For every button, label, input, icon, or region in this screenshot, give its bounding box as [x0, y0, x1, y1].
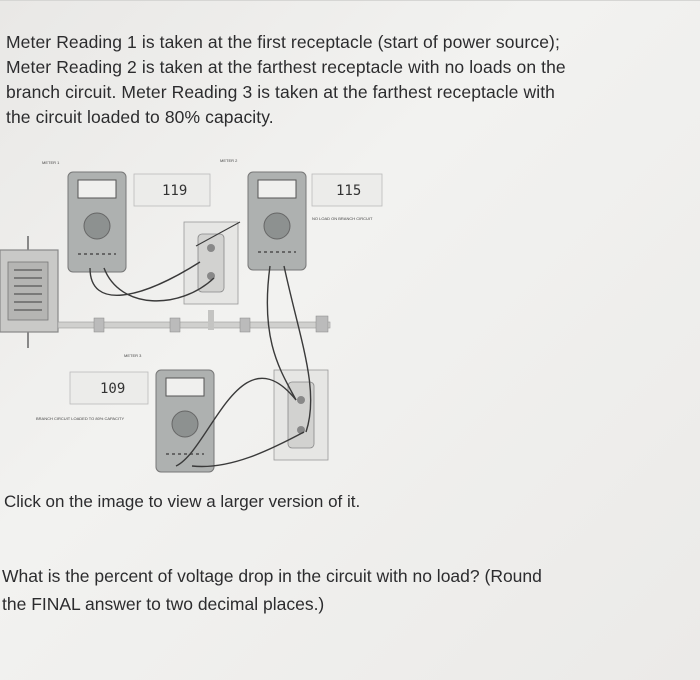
- test-leads: [89, 221, 312, 468]
- top-border: [0, 0, 700, 1]
- intro-line-1: Meter Reading 1 is taken at the first re…: [6, 32, 560, 52]
- intro-line-3: branch circuit. Meter Reading 3 is taken…: [6, 82, 555, 102]
- meter3-reading: 109: [100, 381, 125, 397]
- loaded-label: BRANCH CIRCUIT LOADED TO 80% CAPACITY: [36, 416, 125, 421]
- panel-box: [0, 236, 59, 348]
- no-load-label: NO LOAD ON BRANCH CIRCUIT: [312, 216, 373, 221]
- conduit: [57, 310, 331, 333]
- question-line-1: What is the percent of voltage drop in t…: [2, 566, 542, 586]
- question-intro: Meter Reading 1 is taken at the first re…: [6, 30, 686, 130]
- meter1-label: METER 1: [42, 160, 60, 165]
- meter-2: [247, 171, 307, 271]
- meter-3-readout: 109: [69, 371, 149, 405]
- receptacle-1: [183, 221, 239, 305]
- meter-3: [155, 369, 215, 473]
- meter-1-readout: 119: [133, 173, 211, 207]
- meter3-label: METER 3: [124, 353, 142, 358]
- intro-line-4: the circuit loaded to 80% capacity.: [6, 107, 274, 127]
- intro-line-2: Meter Reading 2 is taken at the farthest…: [6, 57, 566, 77]
- question-line-2: the FINAL answer to two decimal places.): [2, 594, 325, 614]
- meter2-reading: 115: [336, 183, 361, 199]
- click-to-enlarge-note[interactable]: Click on the image to view a larger vers…: [4, 492, 361, 511]
- receptacle-2: [273, 369, 329, 461]
- meter1-reading: 119: [162, 183, 187, 199]
- meter-1: [67, 171, 127, 273]
- meter2-label: METER 2: [220, 158, 238, 163]
- circuit-diagram[interactable]: METER 1 METER 2 METER 3 NO LOAD ON BRANC…: [0, 150, 390, 480]
- question-text: What is the percent of voltage drop in t…: [2, 562, 692, 618]
- meter-2-readout: 115: [311, 173, 383, 207]
- circuit-figure[interactable]: METER 1 METER 2 METER 3 NO LOAD ON BRANC…: [0, 150, 390, 480]
